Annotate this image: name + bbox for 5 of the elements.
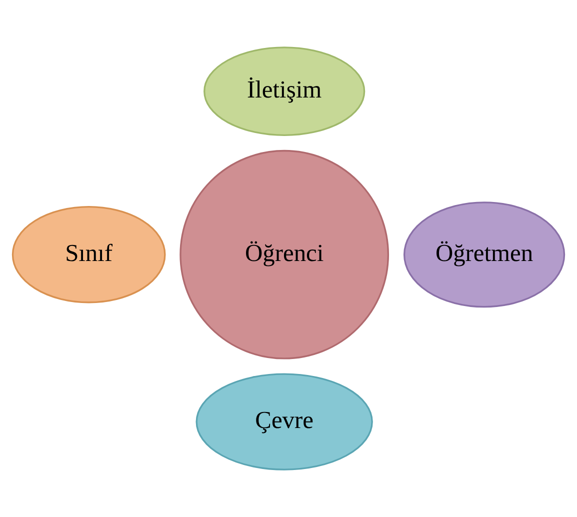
node-ellipse: Öğretmen: [403, 202, 566, 308]
node-ellipse: İletişim: [204, 46, 366, 136]
node-ellipse: Çevre: [196, 373, 373, 470]
node-ellipse: Sınıf: [12, 206, 166, 304]
node-circle: Öğrenci: [180, 150, 390, 360]
